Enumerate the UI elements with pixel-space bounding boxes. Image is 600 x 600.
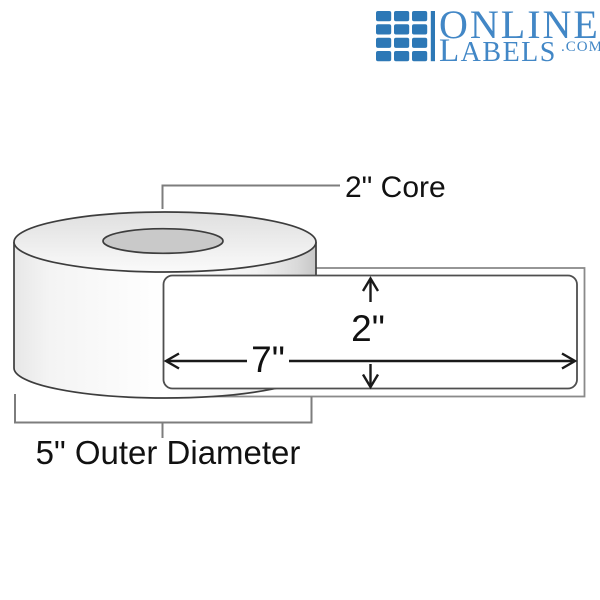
arrowhead-up-icon	[361, 276, 380, 292]
label-height-value: 2"	[351, 308, 385, 349]
core-leader-line	[161, 184, 340, 209]
logo-text-com: .COM	[561, 39, 600, 55]
arrowhead-right-icon	[561, 352, 578, 370]
dimension-arrows	[163, 276, 578, 390]
arrowhead-left-icon	[163, 352, 180, 370]
logo-labels-initial: L	[439, 33, 461, 69]
width-arrow	[163, 352, 578, 370]
arrowhead-down-icon	[361, 373, 380, 390]
roll-core	[102, 227, 224, 255]
logo-divider-bar	[430, 11, 435, 62]
outer-diameter-label: 5" Outer Diameter	[36, 434, 301, 471]
logo-text-labels: LABELS	[439, 33, 557, 69]
guide-lines	[14, 184, 340, 438]
logo-labels-rest: ABELS	[461, 37, 557, 68]
label-width-value: 7"	[251, 339, 285, 380]
height-arrow-down	[361, 364, 380, 390]
height-arrow-up	[361, 276, 380, 302]
onlinelabels-logo: ONLINE LABELS .COM	[376, 2, 600, 69]
logo-text-online: ONLINE	[439, 2, 600, 47]
core-dimension-label: 2" Core	[345, 171, 446, 204]
logo-grid-icon	[376, 11, 435, 62]
